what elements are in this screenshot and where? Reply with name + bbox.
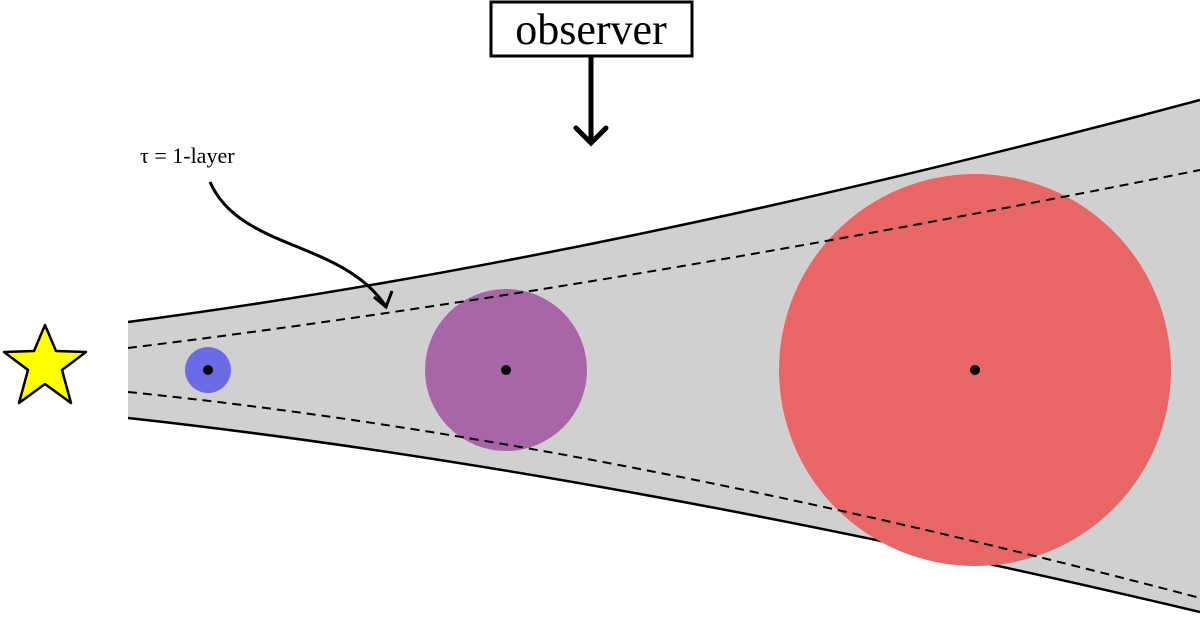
disk-upper-surface (127, 98, 1200, 324)
tau-layer-arrowhead (373, 290, 394, 310)
observer-arrowhead (573, 125, 609, 147)
disk-lower-surface (127, 416, 1200, 614)
star-icon (2, 323, 88, 405)
tau-layer-pointer-arrow (208, 181, 387, 306)
grain-center-dot (501, 365, 511, 375)
tau1-upper-layer (127, 169, 1200, 349)
observer-label: observer (515, 5, 667, 54)
tau-layer-label: τ = 1-layer (140, 143, 235, 168)
grain-center-dot (970, 365, 980, 375)
grain-center-dot (203, 365, 213, 375)
tau1-lower-layer (127, 391, 1200, 599)
